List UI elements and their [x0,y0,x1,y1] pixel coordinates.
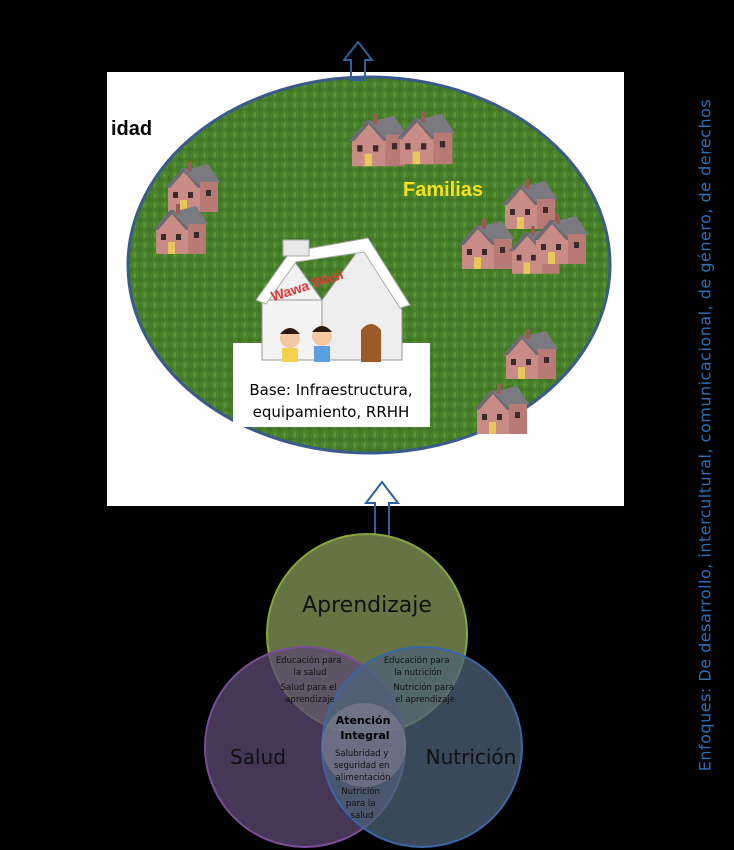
partial-community-label: idad [111,118,152,140]
venn-circle-nutricion [321,646,523,848]
up-arrow-icon [341,40,375,81]
center-sub-nutricion-salud: Nutrición para la salud [341,786,382,821]
base-line-2: equipamiento, RRHH [253,403,410,421]
wawa-wasi-house: Wawa Wasi Base: Infraestructura, equipam… [233,237,430,427]
venn-diagram: Aprendizaje Salud Nutrición Educación pa… [204,533,523,848]
venn-label-nutricion: Nutrición [426,745,517,769]
base-line-1: Base: Infraestructura, [249,381,412,399]
families-label: Familias [403,179,483,201]
venn-label-salud: Salud [230,745,286,769]
overlap-edu-nutricion: Educación para la nutrición [384,655,452,678]
approaches-side-text: Enfoques: De desarrollo, intercultural, … [695,98,715,772]
overlap-salud-aprendizaje: Salud para el aprendizaje [281,683,340,705]
venn-label-aprendizaje: Aprendizaje [302,593,432,618]
overlap-nutricion-aprendizaje: Nutrición para el aprendizaje [393,682,456,705]
center-title: Atención Integral [336,714,395,742]
up-arrow-icon [363,480,401,537]
center-sub-salubridad: Salubridad y seguridad en alimentación [334,749,392,783]
venn-center-highlight [322,703,406,787]
overlap-edu-salud: Educación para la salud [276,655,344,678]
